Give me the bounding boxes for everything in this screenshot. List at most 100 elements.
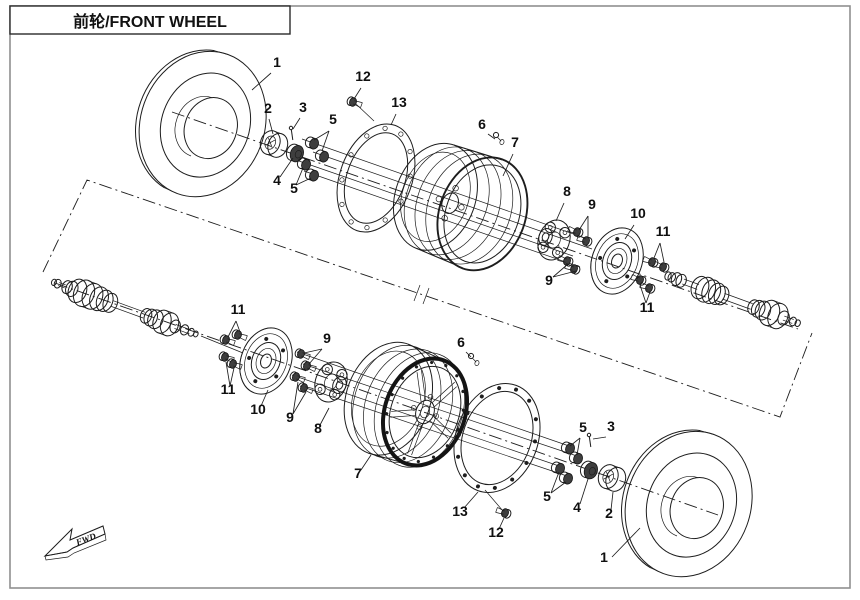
shape-ellipse bbox=[219, 334, 228, 344]
callout-leader bbox=[487, 133, 496, 140]
callout-leader bbox=[555, 202, 565, 222]
shape-ellipse bbox=[750, 299, 766, 318]
wheel-stud bbox=[289, 371, 306, 383]
shape-circle bbox=[274, 374, 279, 379]
shape-circle bbox=[431, 455, 436, 459]
shape-line bbox=[653, 261, 656, 267]
shape-circle bbox=[339, 177, 345, 183]
callout-10: 10 bbox=[630, 205, 646, 221]
shape-line bbox=[239, 333, 248, 336]
shape-line bbox=[301, 355, 309, 360]
shape-line bbox=[314, 366, 317, 372]
shape-line bbox=[642, 256, 645, 262]
disc-bolt bbox=[219, 334, 236, 346]
shape-line bbox=[353, 103, 361, 108]
lower-cotter-pin bbox=[586, 432, 592, 448]
shape-circle bbox=[452, 185, 459, 192]
shape-circle bbox=[401, 376, 405, 380]
shape-line bbox=[304, 389, 312, 394]
shape-line bbox=[497, 507, 505, 512]
shape-circle bbox=[458, 204, 465, 211]
shape-circle bbox=[532, 439, 537, 444]
upper-cv-axle bbox=[664, 271, 801, 330]
callout-leader bbox=[645, 291, 651, 304]
shape-line bbox=[782, 319, 793, 324]
shape-line bbox=[630, 274, 633, 280]
callout-leader bbox=[360, 454, 372, 471]
lug-nut bbox=[558, 471, 573, 485]
callout-11: 11 bbox=[231, 301, 246, 317]
shape-circle bbox=[562, 230, 568, 235]
callout-11: 11 bbox=[656, 223, 671, 239]
shape-line bbox=[578, 235, 586, 240]
shape-ellipse bbox=[183, 97, 238, 160]
shape-line bbox=[307, 367, 315, 372]
callout-leader bbox=[319, 407, 330, 426]
callout-7: 7 bbox=[354, 465, 362, 481]
shape-ellipse bbox=[419, 405, 431, 419]
shape-line bbox=[59, 282, 66, 286]
shape-line bbox=[227, 338, 236, 341]
shape-circle bbox=[382, 217, 388, 223]
upper-wheel-hub bbox=[537, 219, 571, 261]
shape-ellipse bbox=[541, 232, 550, 242]
shape-line bbox=[589, 461, 594, 464]
shape-ellipse bbox=[436, 156, 529, 272]
shape-ellipse bbox=[659, 262, 667, 272]
callout-leader bbox=[502, 153, 514, 177]
shape-line bbox=[603, 473, 614, 480]
callout-leader bbox=[569, 437, 581, 447]
shape-ellipse bbox=[588, 467, 596, 476]
shape-line bbox=[553, 471, 559, 475]
callout-leader bbox=[659, 242, 665, 263]
shape-circle bbox=[533, 417, 538, 422]
shape-ellipse bbox=[343, 132, 409, 224]
shape-ellipse bbox=[606, 248, 628, 274]
shape-line bbox=[296, 351, 573, 448]
shape-ellipse bbox=[624, 430, 753, 578]
shape-line bbox=[200, 335, 244, 354]
shape-line bbox=[295, 144, 300, 147]
shape-line bbox=[484, 489, 504, 512]
shape-line bbox=[557, 255, 560, 261]
lower-rim bbox=[343, 341, 470, 468]
shape-ellipse bbox=[595, 233, 639, 289]
shape-ellipse bbox=[443, 164, 522, 264]
shape-circle bbox=[461, 389, 465, 394]
shape-ellipse bbox=[309, 138, 319, 150]
shape-ellipse bbox=[611, 253, 623, 269]
shape-ellipse bbox=[292, 372, 300, 382]
callout-8: 8 bbox=[314, 420, 322, 436]
shape-circle bbox=[253, 379, 258, 384]
callout-4: 4 bbox=[573, 499, 581, 515]
shape-ellipse bbox=[713, 285, 730, 306]
title-box bbox=[9, 5, 291, 35]
lug-nut bbox=[304, 136, 319, 150]
callout-leader bbox=[292, 391, 307, 415]
shape-ellipse bbox=[95, 289, 114, 313]
shape-line bbox=[311, 136, 317, 140]
shape-line bbox=[422, 287, 430, 305]
callout-leader bbox=[229, 367, 235, 387]
shape-ellipse bbox=[695, 276, 717, 303]
shape-line bbox=[564, 268, 573, 271]
shape-line bbox=[495, 512, 504, 515]
callout-9: 9 bbox=[545, 272, 553, 288]
callout-9: 9 bbox=[286, 409, 294, 425]
wheel-stud bbox=[294, 348, 311, 360]
shape-circle bbox=[514, 387, 519, 392]
wheel-stud bbox=[567, 226, 584, 238]
shape-ellipse bbox=[229, 359, 237, 369]
shape-ellipse bbox=[332, 376, 347, 394]
shape-line bbox=[226, 341, 234, 346]
shape-circle bbox=[427, 394, 434, 400]
shape-ellipse bbox=[573, 227, 581, 237]
callout-leader bbox=[292, 117, 301, 130]
callout-4: 4 bbox=[273, 172, 281, 188]
callout-leader bbox=[653, 242, 661, 259]
shape-ellipse bbox=[648, 257, 656, 267]
wheel-stud bbox=[300, 360, 317, 372]
shape-circle bbox=[510, 477, 515, 482]
callout-8: 8 bbox=[563, 183, 571, 199]
